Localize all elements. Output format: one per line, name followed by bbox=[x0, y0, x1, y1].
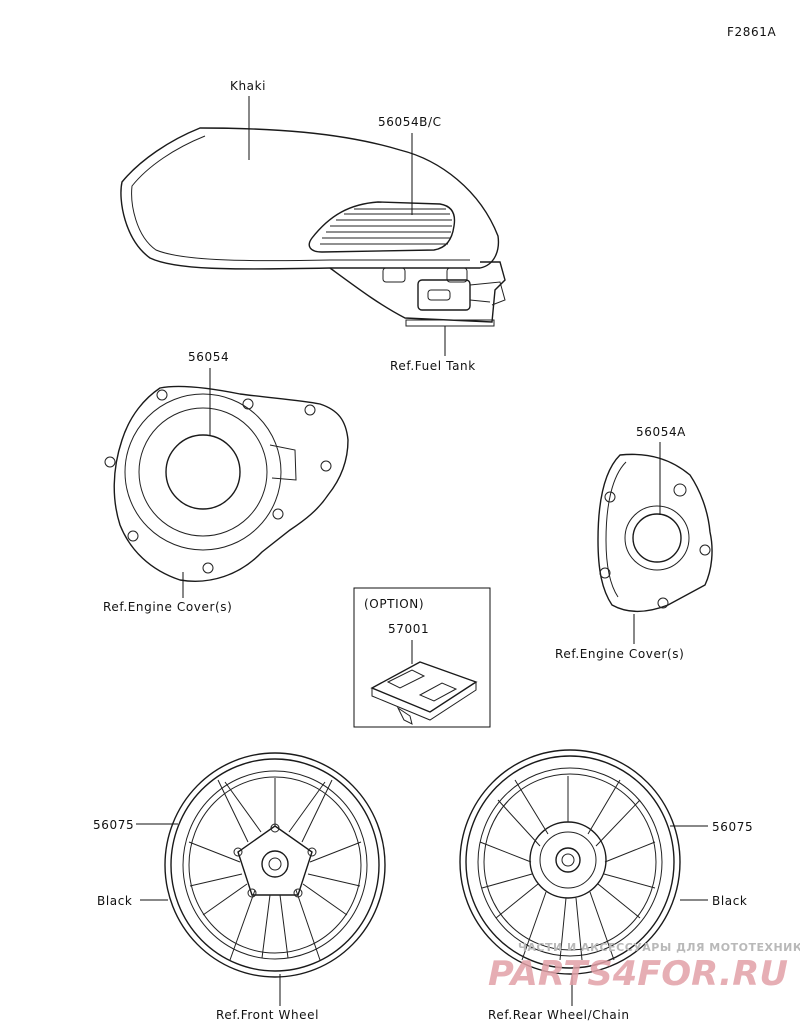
label-option: (OPTION) bbox=[364, 597, 424, 611]
label-56054bc: 56054B/C bbox=[378, 115, 442, 129]
option-box bbox=[353, 587, 491, 728]
label-ref-engine-cover-left: Ref.Engine Cover(s) bbox=[103, 600, 232, 614]
label-ref-front-wheel: Ref.Front Wheel bbox=[216, 1008, 319, 1022]
label-ref-rear-wheel: Ref.Rear Wheel/Chain bbox=[488, 1008, 630, 1022]
label-57001: 57001 bbox=[388, 622, 429, 636]
watermark-brand: PARTS4FOR.RU bbox=[488, 954, 788, 994]
label-black-rear: Black bbox=[712, 894, 747, 908]
tool-57001-drawing bbox=[370, 661, 478, 725]
figure-code: F2861A bbox=[727, 25, 776, 39]
label-khaki: Khaki bbox=[230, 79, 266, 93]
label-56054: 56054 bbox=[188, 350, 229, 364]
rear-wheel-drawing bbox=[459, 749, 681, 975]
engine-cover-left-drawing bbox=[104, 385, 349, 582]
watermark-tagline: ЧАСТИ И АКСЕССУАРЫ ДЛЯ МОТОТЕХНИКИ bbox=[518, 941, 800, 954]
label-56075-rear: 56075 bbox=[712, 820, 753, 834]
engine-cover-right-drawing bbox=[597, 453, 713, 613]
label-56054a: 56054A bbox=[636, 425, 686, 439]
front-wheel-drawing bbox=[164, 752, 386, 978]
label-56075-front: 56075 bbox=[93, 818, 134, 832]
fuel-tank-drawing bbox=[120, 127, 506, 327]
label-black-front: Black bbox=[97, 894, 132, 908]
label-ref-engine-cover-right: Ref.Engine Cover(s) bbox=[555, 647, 684, 661]
label-ref-fuel-tank: Ref.Fuel Tank bbox=[390, 359, 476, 373]
